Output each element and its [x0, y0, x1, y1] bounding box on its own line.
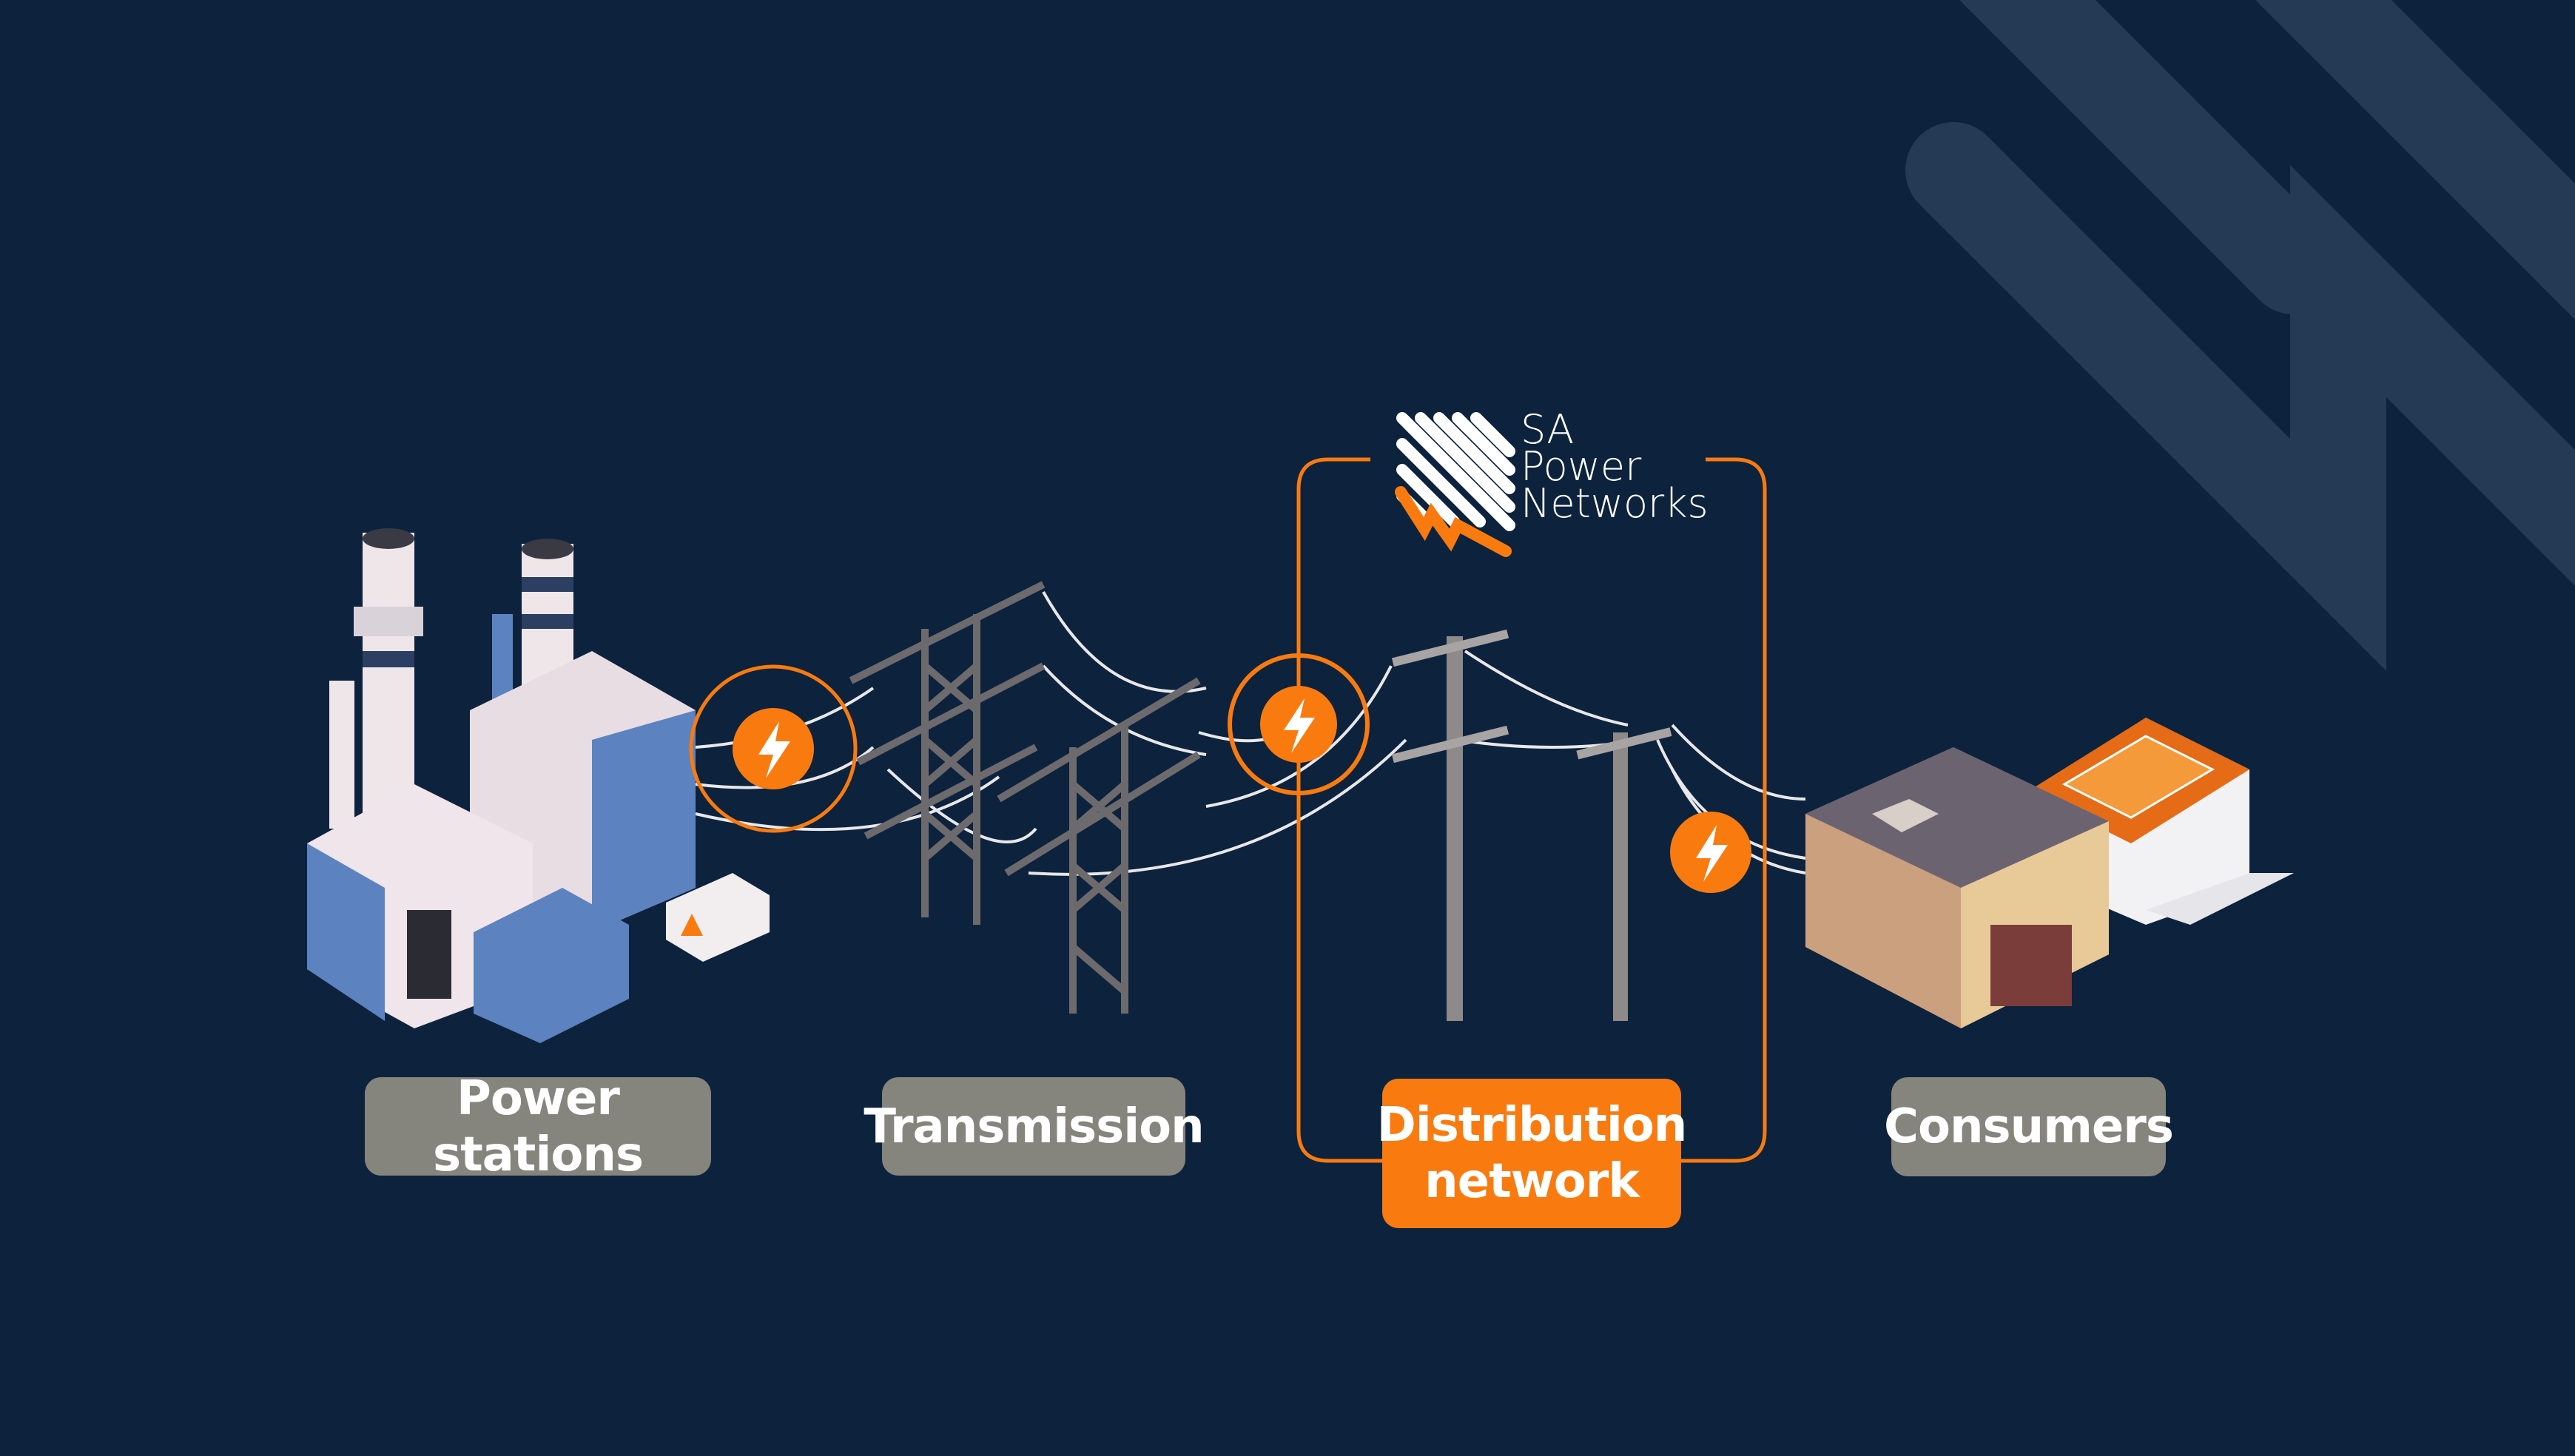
transmission-tower-illustration	[849, 581, 1201, 1014]
power-lines	[695, 591, 1806, 876]
distribution-bracket	[1296, 457, 1767, 1163]
distribution-network-label: Distribution network	[1377, 1079, 1687, 1228]
distribution-pole-illustration	[1391, 629, 1672, 1021]
lightning-bolt-icon	[689, 664, 858, 833]
logo-line-networks: Networks	[1521, 480, 1709, 527]
logo-line-power: Power	[1521, 443, 1642, 490]
lightning-bolt-icon	[1228, 653, 1370, 795]
consumers-label: Consumers	[1884, 1077, 2174, 1176]
sa-power-networks-logo-mark	[1395, 412, 1515, 557]
distribution-label-line2: network	[1424, 1154, 1640, 1209]
power-station-illustration	[307, 528, 770, 1043]
sa-power-networks-logo-text: SA Power Networks	[1521, 406, 1709, 527]
background-decoration	[1905, 0, 2575, 671]
distribution-label-line1: Distribution	[1376, 1098, 1688, 1153]
power-stations-label: Power stations	[365, 1071, 711, 1182]
lightning-bolt-icon	[1670, 812, 1751, 893]
transmission-label: Transmission	[864, 1077, 1205, 1176]
consumer-buildings-illustration	[1805, 718, 2294, 1028]
logo-line-sa: SA	[1521, 406, 1575, 453]
